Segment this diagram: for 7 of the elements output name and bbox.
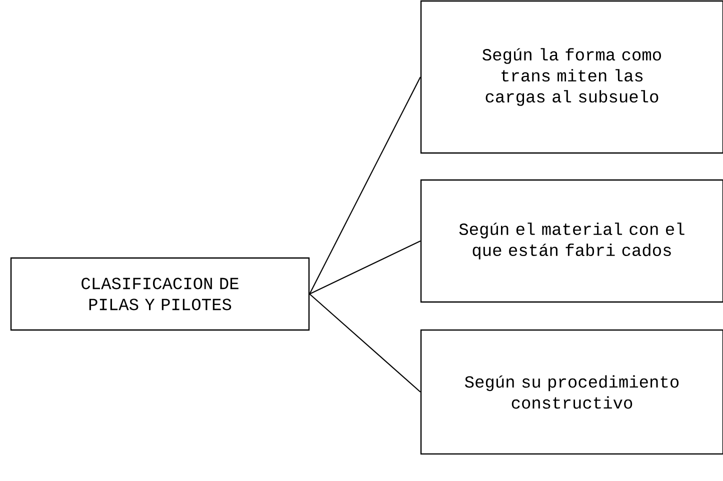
category-box: Según su procedimiento constructivo — [420, 329, 723, 455]
title-box: CLASIFICACION DE PILAS Y PILOTES — [10, 257, 310, 331]
connector-line — [309, 76, 421, 294]
connector-line — [309, 240, 421, 294]
connector-line — [309, 294, 421, 392]
category-box: Según el material con el que están fabri cados — [420, 179, 723, 303]
category-box: Según la forma como trans miten las cargas al subsuelo — [420, 0, 723, 154]
